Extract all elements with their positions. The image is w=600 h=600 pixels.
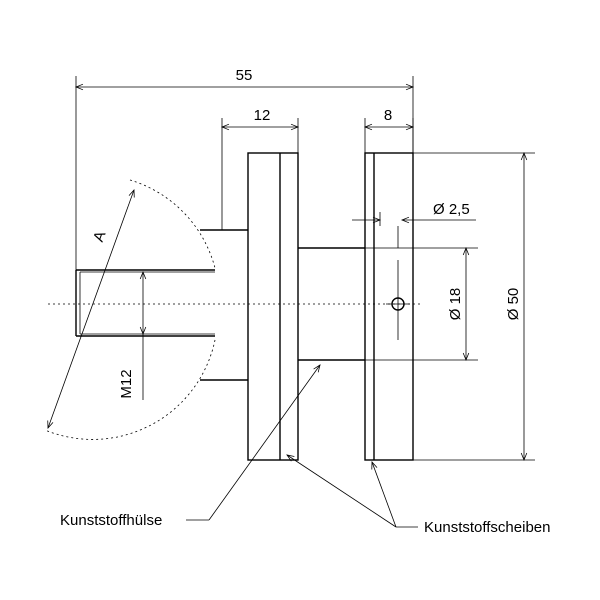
callout-discs: Kunststoffscheiben: [286, 454, 550, 536]
hub: [298, 247, 365, 361]
dimension-disc-width: 8: [363, 107, 415, 153]
dimension-hub-diameter: Ø 18: [365, 246, 478, 362]
dimension-55-label: 55: [236, 67, 253, 84]
callout-sleeve: Kunststoffhülse: [60, 364, 321, 529]
detail-marker-label: A: [90, 229, 109, 244]
dimension-hole-diameter: Ø 2,5: [352, 201, 476, 226]
bore-hole: [386, 226, 410, 340]
threaded-stud: [75, 269, 215, 337]
detail-circle-a: [44, 179, 216, 440]
dimension-hole-label: Ø 2,5: [433, 201, 470, 218]
dimension-sleeve-width: 12: [220, 107, 300, 230]
stud-flange: [200, 229, 248, 381]
plastic-disc: [364, 152, 414, 461]
callout-discs-label: Kunststoffscheiben: [424, 519, 550, 536]
callout-sleeve-label: Kunststoffhülse: [60, 512, 162, 529]
dimension-overall-length: 55: [74, 67, 415, 270]
plastic-sleeve: [247, 152, 299, 461]
dimension-m12-label: M12: [118, 369, 135, 398]
dimension-hub-label: Ø 18: [447, 288, 464, 321]
dimension-disc-label: Ø 50: [505, 288, 522, 321]
dimension-8-label: 8: [384, 107, 392, 124]
dimension-12-label: 12: [254, 107, 271, 124]
dimension-disc-diameter: Ø 50: [413, 151, 535, 462]
